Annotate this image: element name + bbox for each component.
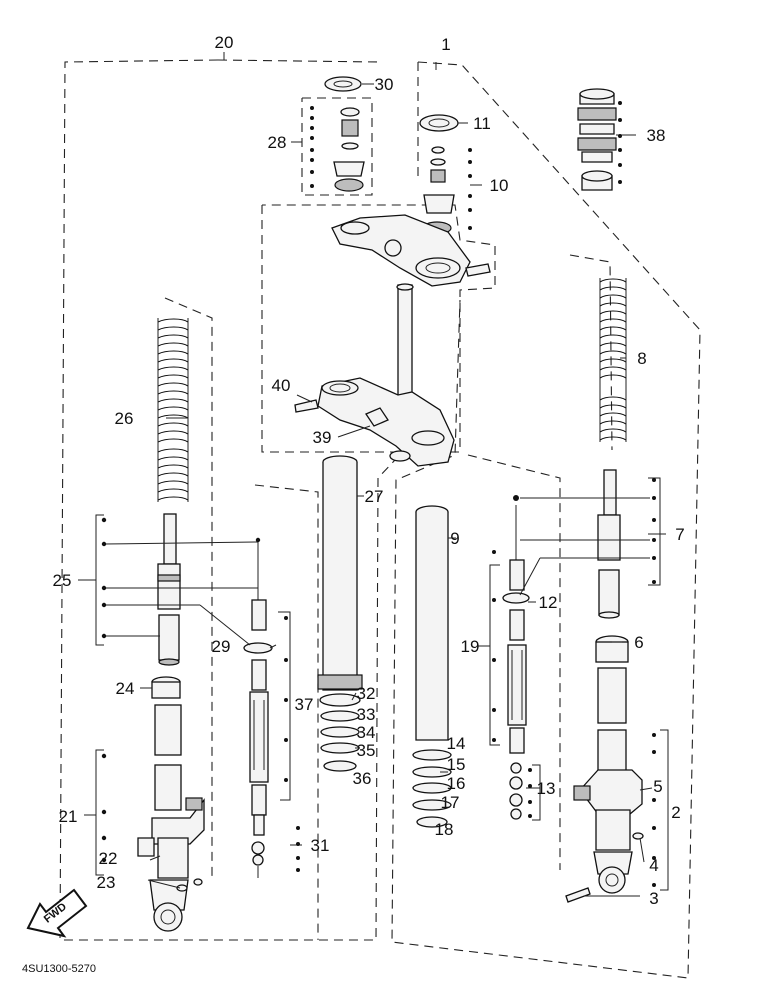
- callout-25: 25: [53, 571, 72, 590]
- set-marker-dots: [101, 101, 656, 887]
- callout-20: 20: [215, 33, 234, 52]
- callout-6: 6: [634, 633, 643, 652]
- figure-code: 4SU1300-5270: [22, 963, 96, 975]
- callout-33: 33: [357, 705, 376, 724]
- callout-28: 28: [268, 133, 287, 152]
- left-fork-tube-25: [157, 513, 181, 666]
- callout-31: 31: [311, 836, 330, 855]
- callout-17: 17: [441, 793, 460, 812]
- part-28-bearing-set: [301, 97, 373, 196]
- callout-3: 3: [649, 889, 658, 908]
- callout-13: 13: [537, 779, 556, 798]
- callout-16: 16: [447, 774, 466, 793]
- callout-23: 23: [97, 873, 116, 892]
- callout-15: 15: [447, 755, 466, 774]
- damper-rod-37: [243, 540, 291, 878]
- upper-bracket: [331, 214, 491, 287]
- callout-9: 9: [450, 529, 459, 548]
- left-bracket-25-21: [95, 514, 104, 876]
- callout-18: 18: [435, 820, 454, 839]
- callout-19: 19: [461, 637, 480, 656]
- fwd-arrow-icon: FWD: [26, 888, 88, 938]
- callout-14: 14: [447, 734, 466, 753]
- callout-37: 37: [295, 695, 314, 714]
- damper-rod-19: [489, 505, 541, 821]
- callout-40: 40: [272, 376, 291, 395]
- callout-8: 8: [637, 349, 646, 368]
- steering-stem-lower-bracket: [294, 283, 455, 467]
- callout-39: 39: [313, 428, 332, 447]
- callout-36: 36: [353, 769, 372, 788]
- callout-21: 21: [59, 807, 78, 826]
- callout-2: 2: [671, 803, 680, 822]
- callout-5: 5: [653, 777, 662, 796]
- part-11-cap: [419, 114, 459, 132]
- part-38-bearing-stack: [577, 88, 617, 191]
- left-fork-parts-24-21: [137, 676, 205, 932]
- callout-10: 10: [490, 176, 509, 195]
- callout-11: 11: [473, 114, 491, 133]
- callout-34: 34: [357, 723, 376, 742]
- callout-26: 26: [115, 409, 134, 428]
- leader-lines: [78, 52, 666, 897]
- callout-30: 30: [375, 75, 394, 94]
- callout-7: 7: [675, 525, 684, 544]
- callout-22: 22: [99, 849, 118, 868]
- callout-38: 38: [647, 126, 666, 145]
- right-fork-tube-7: [597, 469, 661, 619]
- callout-4: 4: [649, 856, 658, 875]
- right-fork-spring: [599, 278, 627, 442]
- callout-24: 24: [116, 679, 135, 698]
- callout-32: 32: [357, 684, 376, 703]
- part-10-bearing-set: [422, 146, 455, 235]
- callout-1: 1: [441, 35, 450, 54]
- right-fork-parts-6-2: [565, 635, 669, 903]
- outer-tube-27: [317, 455, 363, 772]
- callout-35: 35: [357, 741, 376, 760]
- part-30-cap: [324, 76, 362, 92]
- callout-labels: 1 2 3 4 5 6 7 8 9 10 11 12 13 14 15 16 1…: [53, 33, 685, 908]
- callout-12: 12: [539, 593, 558, 612]
- callout-29: 29: [212, 637, 231, 656]
- left-fork-spring: [157, 318, 189, 502]
- callout-27: 27: [365, 487, 384, 506]
- outer-tube-9: [412, 505, 452, 828]
